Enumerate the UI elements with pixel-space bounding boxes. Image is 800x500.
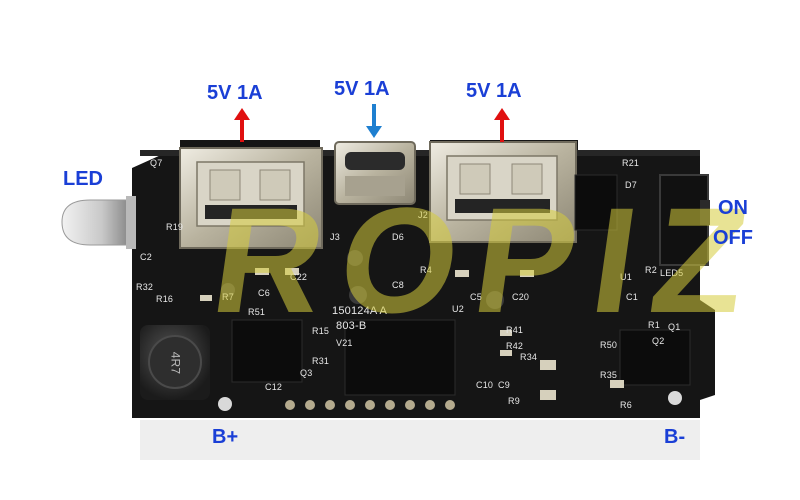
label-led: LED [63, 168, 103, 190]
silk-board-code2: 803-B [336, 320, 367, 332]
usb-port-right-spring-a [459, 163, 491, 195]
arrow-down-center-icon [366, 104, 382, 138]
pcb-top-edge [140, 150, 700, 156]
inductor-core [148, 335, 202, 389]
label-b-minus: B- [664, 426, 686, 448]
led-lens [61, 199, 129, 246]
silk-r31: R31 [312, 356, 330, 366]
silk-r2: R2 [645, 265, 657, 275]
silk-r1: R1 [648, 320, 660, 330]
silk-c9: C9 [498, 380, 510, 390]
silk-q1: Q1 [668, 322, 681, 332]
ic-u2 [619, 329, 691, 386]
silk-r32: R32 [136, 282, 154, 292]
silk-r42: R42 [506, 341, 524, 351]
smd-components [200, 268, 624, 400]
silk-r15: R15 [312, 326, 330, 336]
silk-r41: R41 [506, 325, 524, 335]
silk-c10: C10 [476, 380, 494, 390]
silk-r9: R9 [508, 396, 520, 406]
silk-q3: Q3 [300, 368, 313, 378]
silk-c6: C6 [258, 288, 270, 298]
silk-q7: Q7 [150, 158, 163, 168]
label-on: ON [718, 197, 748, 219]
label-off: OFF [713, 227, 753, 249]
pcb-shadow [140, 420, 700, 460]
silk-inductor: 4R7 [168, 351, 183, 375]
silk-led5: LED5 [660, 268, 684, 278]
silk-c20: C20 [512, 292, 530, 302]
silk-c12: C12 [265, 382, 283, 392]
silk-q2: Q2 [652, 336, 665, 346]
silk-c1: C1 [626, 292, 638, 302]
silk-c22: C22 [290, 272, 308, 282]
arrow-up-right-icon [494, 108, 510, 142]
silk-j2: J2 [418, 210, 428, 220]
silk-j3: J3 [330, 232, 340, 242]
silk-u2: U2 [452, 304, 464, 314]
watermark: ROPIZ [203, 176, 776, 344]
usb-port-right-spring-b [511, 163, 543, 195]
label-b-plus: B+ [212, 426, 239, 448]
silk-r19: R19 [166, 222, 184, 232]
usb-port-right-tongue [455, 199, 550, 213]
micro-usb-body [345, 176, 405, 196]
silk-c8: C8 [392, 280, 404, 290]
usb-port-left-tongue [205, 205, 297, 219]
silk-c2: C2 [140, 252, 152, 262]
cap-c8 [349, 286, 367, 304]
ic-u1-left [231, 319, 303, 383]
ic-main [344, 319, 456, 396]
silk-r35: R35 [600, 370, 618, 380]
silk-r50: R50 [600, 340, 618, 350]
silk-u1: U1 [620, 272, 632, 282]
pad-b-minus [668, 391, 682, 405]
micro-usb-slot [345, 152, 405, 170]
header-pins [285, 400, 455, 410]
silk-r6: R6 [620, 400, 632, 410]
silk-r34: R34 [520, 352, 538, 362]
silk-r7: R7 [222, 292, 234, 302]
cap-c20 [486, 291, 504, 309]
silk-d7: D7 [625, 180, 637, 190]
silk-r21: R21 [622, 158, 640, 168]
label-usb-out-right: 5V 1A [466, 80, 522, 102]
arrow-up-left-icon [234, 108, 250, 142]
cap-c22 [347, 250, 363, 266]
usb-port-left-spring-b [259, 169, 291, 201]
silk-r51: R51 [248, 307, 266, 317]
silk-c5: C5 [470, 292, 482, 302]
silk-r16: R16 [156, 294, 174, 304]
silk-d6: D6 [392, 232, 404, 242]
led-rim [126, 196, 136, 249]
silk-v21: V21 [336, 338, 353, 348]
silk-board-code: 150124A A [332, 305, 388, 317]
usb-port-left-spring-a [209, 169, 241, 201]
pad-b-plus [218, 397, 232, 411]
ic-right-top [574, 174, 618, 231]
silk-r4: R4 [420, 265, 432, 275]
label-usb-out-left: 5V 1A [207, 82, 263, 104]
slide-switch-knob [700, 200, 710, 225]
label-micro-usb-in: 5V 1A [334, 78, 390, 100]
cap-c6 [221, 283, 235, 297]
